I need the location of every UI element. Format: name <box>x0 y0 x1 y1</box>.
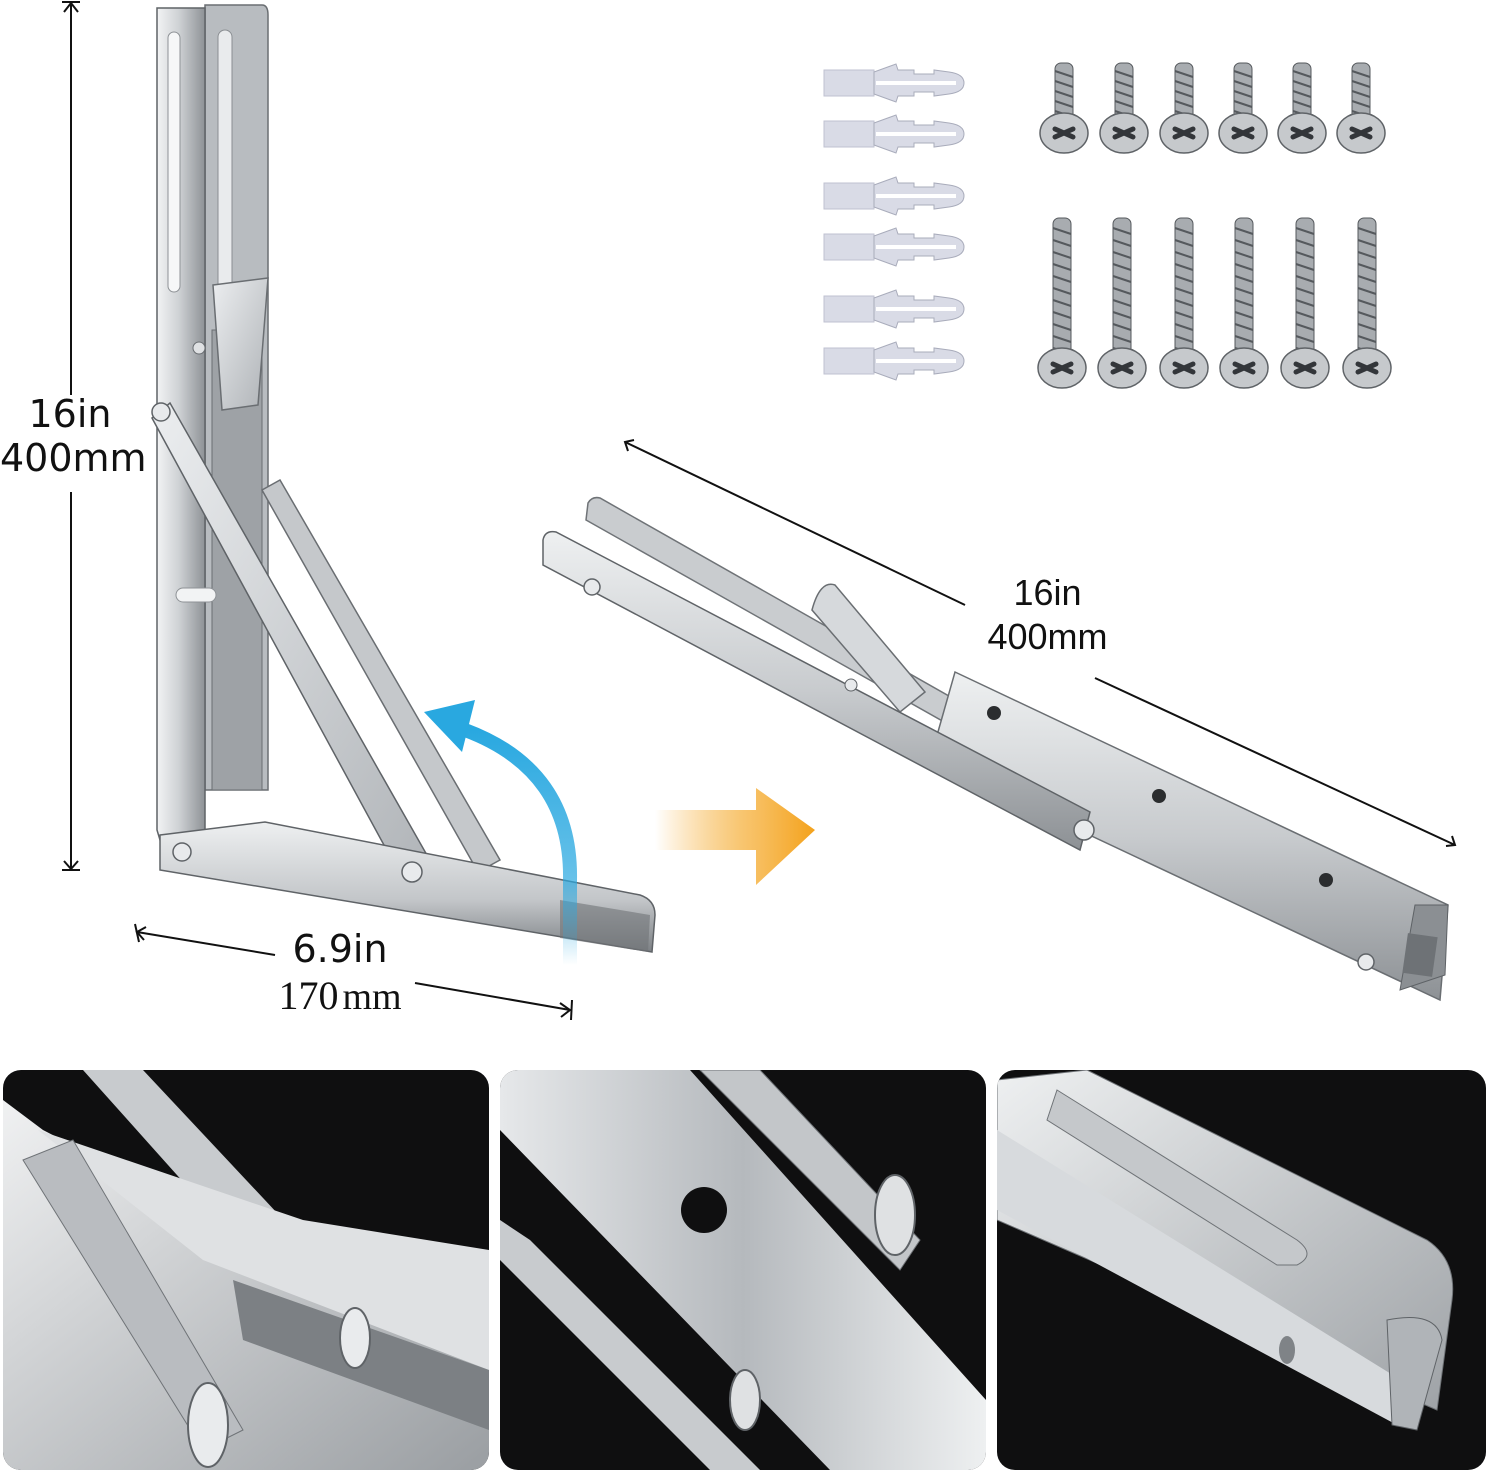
height-imperial: 16in <box>28 392 112 436</box>
short-screw-icon <box>1219 63 1267 153</box>
short-screw-icon <box>1040 63 1088 153</box>
short-screw-icon <box>1100 63 1148 153</box>
wall-anchor-icon <box>823 227 965 267</box>
depth-metric-unit: mm <box>342 976 402 1018</box>
height-dimension-label: 16in 400mm <box>0 392 147 480</box>
height-metric: 400mm <box>0 436 147 480</box>
wall-anchor-icon <box>823 176 965 216</box>
folded-length-metric: 400mm <box>987 616 1108 657</box>
wall-anchor-icon <box>823 114 965 154</box>
wall-anchor-icon <box>823 341 965 381</box>
long-screw-icon <box>1281 218 1329 388</box>
long-screw-icon <box>1098 218 1146 388</box>
folded-length-label: 16in 400mm <box>965 575 1130 655</box>
wall-anchor-icon <box>823 63 965 103</box>
detail-panel-rounded-end <box>997 1070 1486 1470</box>
long-screw-icon <box>1343 218 1391 388</box>
detail-panel-mounting-hole <box>500 1070 986 1470</box>
hinge-rivet-closeup <box>3 1070 489 1470</box>
wall-anchor-icon <box>823 289 965 329</box>
short-screw-icon <box>1278 63 1326 153</box>
folded-length-imperial: 16in <box>1013 572 1082 613</box>
long-screw-icon <box>1038 218 1086 388</box>
rounded-end-closeup <box>997 1070 1454 1431</box>
long-screw-icon <box>1160 218 1208 388</box>
short-screw-icon <box>1337 63 1385 153</box>
mounting-hole-closeup <box>500 1070 986 1470</box>
short-screw-icon <box>1160 63 1208 153</box>
depth-imperial: 6.9in <box>292 927 388 971</box>
long-screw-icon <box>1220 218 1268 388</box>
detail-panel-hinge-rivet <box>3 1070 489 1470</box>
depth-metric-number: 170 <box>278 973 339 1018</box>
